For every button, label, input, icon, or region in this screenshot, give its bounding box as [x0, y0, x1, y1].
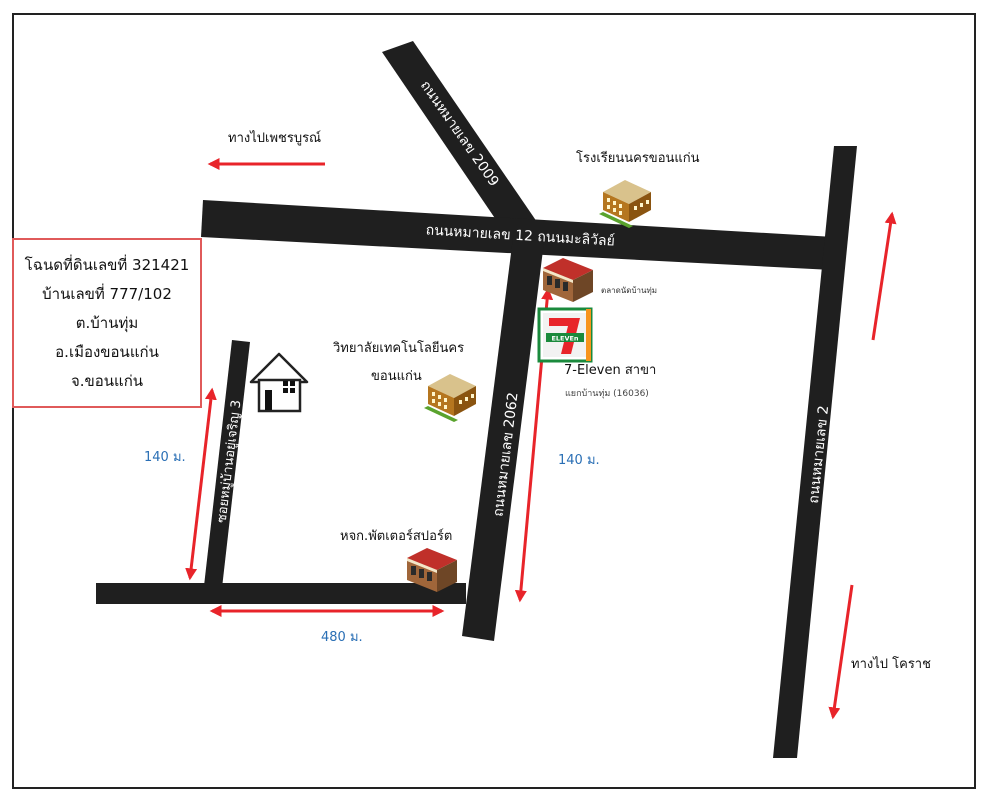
- label-market: ตลาดนัดบ้านทุ่ม: [601, 286, 657, 295]
- road-2009: [382, 41, 537, 236]
- svg-text:ELEVEn: ELEVEn: [551, 335, 578, 343]
- info-district: อ.เมืองขอนแก่น: [55, 342, 159, 361]
- label-to-korat: ทางไป โคราช: [851, 656, 931, 672]
- distance-arrow-left: [185, 387, 217, 581]
- info-subdistrict: ต.บ้านทุ่ม: [75, 313, 139, 332]
- label-seven-eleven-branch: แยกบ้านทุ่ม (16036): [565, 388, 649, 399]
- info-deed-number: โฉนดที่ดินเลขที่ 321421: [24, 255, 190, 274]
- distance-label-right: 140 ม.: [558, 453, 600, 468]
- road-label-2009: ถนนหมายเลข 2009: [417, 78, 502, 190]
- seven-eleven-logo-icon: ELEVEn: [537, 307, 593, 363]
- arrow-to-korat: [828, 584, 854, 720]
- college-building-icon: [424, 374, 476, 422]
- label-shop: หจก.พัตเตอร์สปอร์ต: [340, 528, 452, 544]
- distance-label-bottom: 480 ม.: [321, 630, 363, 645]
- market-building-icon: [543, 258, 593, 302]
- info-house-number: บ้านเลขที่ 777/102: [42, 284, 172, 303]
- distance-label-left: 140 ม.: [144, 450, 186, 465]
- school-building-icon: [599, 180, 651, 228]
- label-school: โรงเรียนนครขอนแก่น: [576, 150, 700, 166]
- info-province: จ.ขอนแก่น: [70, 371, 144, 390]
- road-2: [773, 146, 857, 758]
- property-info-box: โฉนดที่ดินเลขที่ 321421 บ้านเลขที่ 777/1…: [12, 238, 202, 408]
- label-college-line2: ขอนแก่น: [371, 369, 422, 384]
- label-college-line1: วิทยาลัยเทคโนโลยีนคร: [332, 340, 464, 356]
- label-to-phetchabun: ทางไปเพชรบูรณ์: [228, 130, 321, 146]
- road-bottom: [96, 583, 466, 604]
- arrow-right-up: [871, 211, 897, 341]
- house-icon: [249, 352, 309, 413]
- label-seven-eleven: 7-Eleven สาขา: [564, 363, 656, 378]
